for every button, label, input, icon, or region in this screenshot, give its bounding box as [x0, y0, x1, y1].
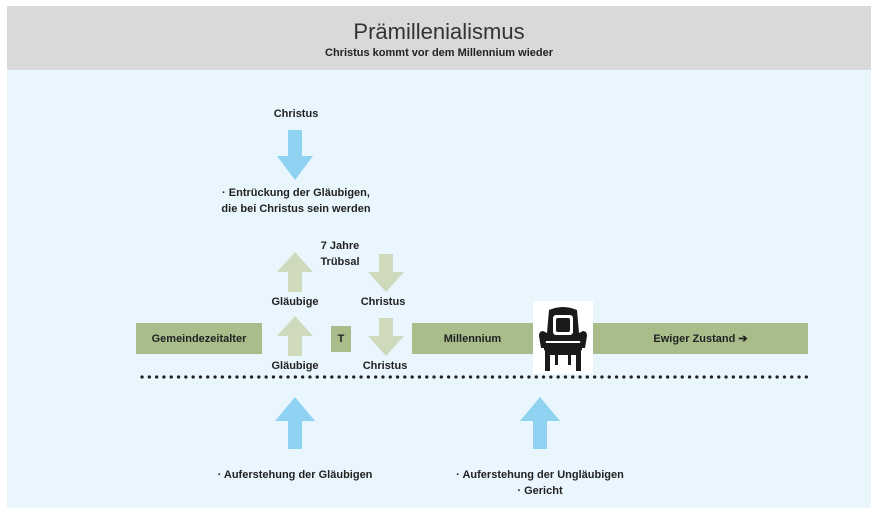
rapture-label-line1: · Entrückung der Gläubigen,: [222, 187, 370, 199]
tribulation-label-line2: Trübsal: [320, 256, 360, 268]
arrow-up-icon: [275, 397, 315, 449]
arrow-up-icon: [277, 316, 313, 356]
timeline-dotted-line: [140, 375, 811, 379]
rapture-label-line2: die bei Christus sein werden: [221, 203, 371, 215]
millennium-bar: Millennium: [412, 323, 533, 354]
resurrection-unbelievers-label: · Auferstehung der Ungläubigen: [456, 469, 624, 481]
church-age-bar: Gemeindezeitalter: [136, 323, 262, 354]
arrow-down-icon: [368, 318, 404, 356]
page-title: Prämillenialismus: [353, 19, 525, 44]
judgment-label: · Gericht: [517, 485, 563, 497]
throne-icon: [533, 301, 593, 374]
eternal-state-bar: Ewiger Zustand ➔: [593, 323, 808, 354]
arrow-up-icon: [277, 252, 313, 292]
arrow-down-icon: [277, 130, 313, 180]
arrow-up-icon: [520, 397, 560, 449]
tribulation-label-line1: 7 Jahre: [320, 240, 360, 252]
christus-upper-label: Christus: [360, 296, 406, 308]
christus-top-label: Christus: [273, 108, 319, 120]
header-banner: Prämillenialismus Christus kommt vor dem…: [7, 6, 871, 70]
resurrection-believers-label: · Auferstehung der Gläubigen: [217, 469, 373, 481]
arrow-down-icon: [368, 254, 404, 292]
glaeubige-lower-label: Gläubige: [271, 360, 319, 372]
page-subtitle: Christus kommt vor dem Millennium wieder: [325, 47, 553, 59]
diagram-canvas: [7, 70, 871, 508]
glaeubige-upper-label: Gläubige: [271, 296, 319, 308]
tribulation-t-marker: T: [331, 326, 351, 352]
christus-lower-label: Christus: [362, 360, 408, 372]
